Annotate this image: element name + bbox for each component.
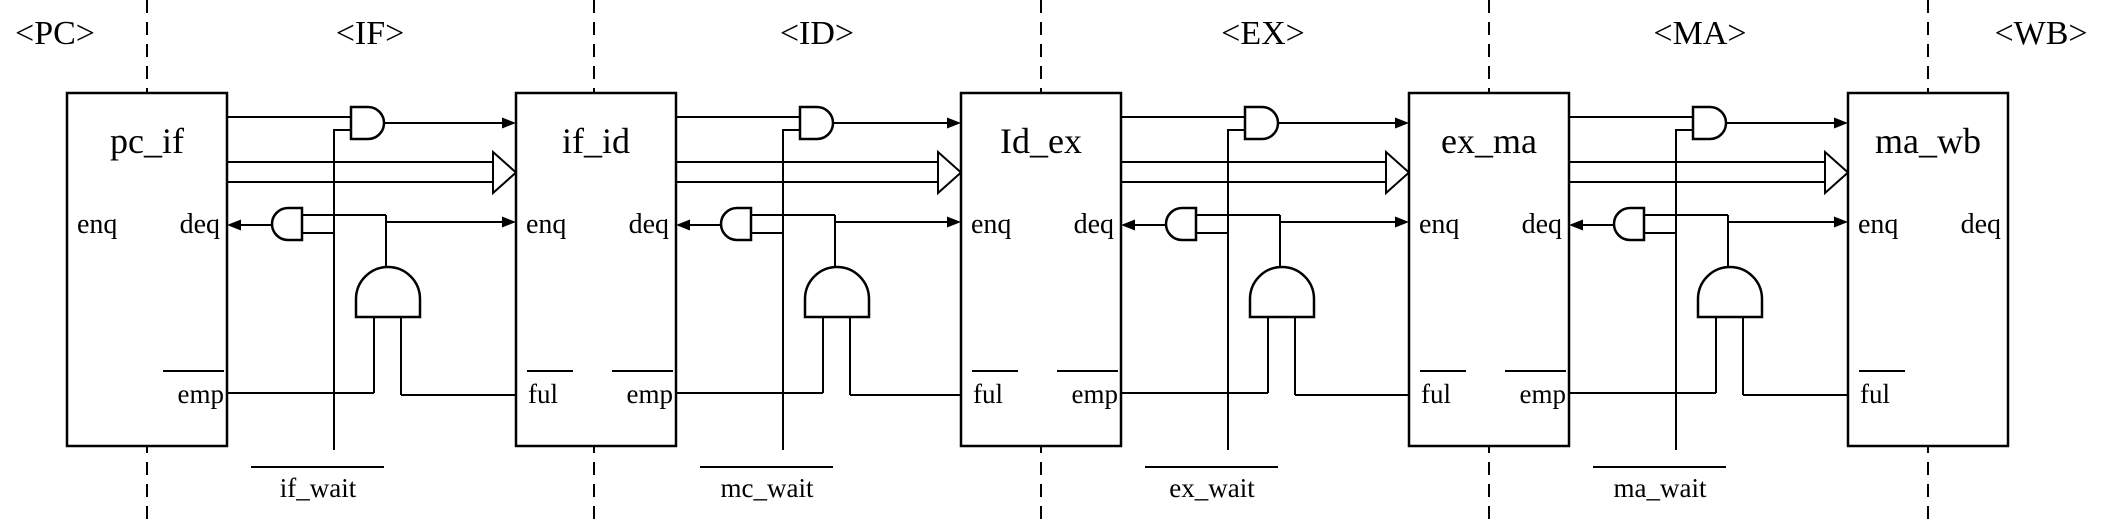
valid-arrowhead	[1395, 117, 1409, 129]
valid-and-gate	[1691, 105, 1728, 141]
register-title: Id_ex	[1000, 121, 1082, 161]
ful-flag-label: ful	[973, 379, 1003, 409]
deq-port-label: deq	[1074, 209, 1114, 240]
deq-port-label: deq	[1522, 209, 1562, 240]
data-bus-arrowhead	[937, 149, 963, 196]
wait-signal-wire	[1675, 129, 1693, 450]
enq-port-label: enq	[77, 209, 117, 240]
transfer-and-gate	[354, 265, 422, 319]
register-id-ex: Id_ex enq deq ful emp	[959, 91, 1123, 448]
valid-arrowhead	[1834, 117, 1848, 129]
stage-labels: <PC> <IF> <ID> <EX> <MA> <WB>	[15, 15, 2088, 52]
emp-flag-label: emp	[1520, 379, 1567, 409]
valid-and-gate	[1243, 105, 1280, 141]
data-bus-arrowhead	[492, 149, 518, 196]
stage-label-pc: <PC>	[15, 15, 95, 52]
wait-signal-wire	[782, 129, 800, 450]
enq-port-label: enq	[971, 209, 1011, 240]
transfer-and-gate	[1696, 265, 1764, 319]
data-bus-arrowhead	[1385, 149, 1411, 196]
register-title: pc_if	[110, 121, 184, 161]
register-pc-if: pc_if enq deq emp	[65, 91, 229, 448]
register-title: ex_ma	[1441, 121, 1537, 161]
deq-port-label: deq	[1961, 209, 2001, 240]
interconnect-ex: ex_wait	[1121, 105, 1411, 503]
deq-arrowhead	[227, 219, 241, 231]
interconnect-ma: ma_wait	[1569, 105, 1850, 503]
emp-flag-label: emp	[627, 379, 674, 409]
deq-arrowhead	[1569, 219, 1583, 231]
deq-arrowhead	[1121, 219, 1135, 231]
data-bus-arrowhead	[1824, 149, 1850, 196]
wait-signal-label: if_wait	[280, 473, 357, 503]
wait-signal-label: ma_wait	[1614, 473, 1707, 503]
deq-arrowhead	[676, 219, 690, 231]
valid-and-gate	[798, 105, 835, 141]
interconnects: if_wait mc_wait ex_wait ma_wait	[227, 105, 1850, 503]
enq-arrowhead	[502, 216, 516, 228]
wait-signal-wire	[1227, 129, 1245, 450]
register-title: ma_wb	[1875, 121, 1981, 161]
enq-arrowhead	[947, 216, 961, 228]
stage-label-wb: <WB>	[1994, 15, 2087, 52]
enq-port-label: enq	[526, 209, 566, 240]
register-ma-wb: ma_wb enq deq ful	[1846, 91, 2010, 448]
registers: pc_if enq deq emp if_id enq deq ful emp …	[65, 91, 2010, 448]
deq-and-gate	[1612, 206, 1646, 242]
enq-arrowhead	[1395, 216, 1409, 228]
register-box	[1846, 91, 2010, 448]
enq-port-label: enq	[1858, 209, 1898, 240]
interconnect-if: if_wait	[227, 105, 518, 503]
ful-flag-label: ful	[528, 379, 558, 409]
emp-flag-label: emp	[178, 379, 225, 409]
register-box	[1407, 91, 1571, 448]
valid-arrowhead	[502, 117, 516, 129]
register-box	[514, 91, 678, 448]
wait-signal-wire	[333, 129, 351, 450]
deq-port-label: deq	[180, 209, 220, 240]
stage-label-ex: <EX>	[1221, 15, 1305, 52]
transfer-and-gate	[1248, 265, 1316, 319]
wait-signal-label: ex_wait	[1169, 473, 1255, 503]
stage-label-if: <IF>	[336, 15, 405, 52]
deq-and-gate	[719, 206, 753, 242]
ful-flag-label: ful	[1421, 379, 1451, 409]
register-ex-ma: ex_ma enq deq ful emp	[1407, 91, 1571, 448]
register-box	[959, 91, 1123, 448]
valid-and-gate	[349, 105, 386, 141]
stage-label-id: <ID>	[780, 15, 854, 52]
register-box	[65, 91, 229, 448]
transfer-and-gate	[803, 265, 871, 319]
valid-arrowhead	[947, 117, 961, 129]
enq-port-label: enq	[1419, 209, 1459, 240]
deq-port-label: deq	[629, 209, 669, 240]
deq-and-gate	[1164, 206, 1198, 242]
emp-flag-label: emp	[1072, 379, 1119, 409]
enq-arrowhead	[1834, 216, 1848, 228]
register-title: if_id	[562, 121, 630, 161]
wait-signal-label: mc_wait	[721, 473, 814, 503]
interconnect-id: mc_wait	[676, 105, 963, 503]
register-if-id: if_id enq deq ful emp	[514, 91, 678, 448]
stage-label-ma: <MA>	[1653, 15, 1746, 52]
deq-and-gate	[270, 206, 304, 242]
ful-flag-label: ful	[1860, 379, 1890, 409]
